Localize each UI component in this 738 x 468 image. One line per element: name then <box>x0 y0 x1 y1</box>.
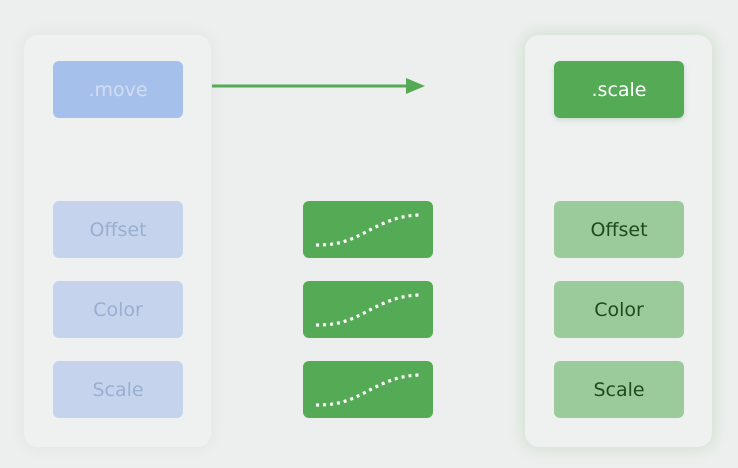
from-property-color: Color <box>53 281 183 338</box>
timing-curve-color <box>303 281 433 338</box>
to-property-color: Color <box>554 281 684 338</box>
timing-curve-offset <box>303 201 433 258</box>
transition-arrow-icon <box>212 78 425 94</box>
ease-curve-icon <box>315 373 420 407</box>
from-property-scale: Scale <box>53 361 183 418</box>
ease-curve-icon <box>315 293 420 327</box>
from-state-chip: .move <box>53 61 183 118</box>
to-property-offset: Offset <box>554 201 684 258</box>
ease-curve-icon <box>315 213 420 247</box>
timing-curve-scale <box>303 361 433 418</box>
from-property-offset: Offset <box>53 201 183 258</box>
to-state-chip: .scale <box>554 61 684 118</box>
to-property-scale: Scale <box>554 361 684 418</box>
